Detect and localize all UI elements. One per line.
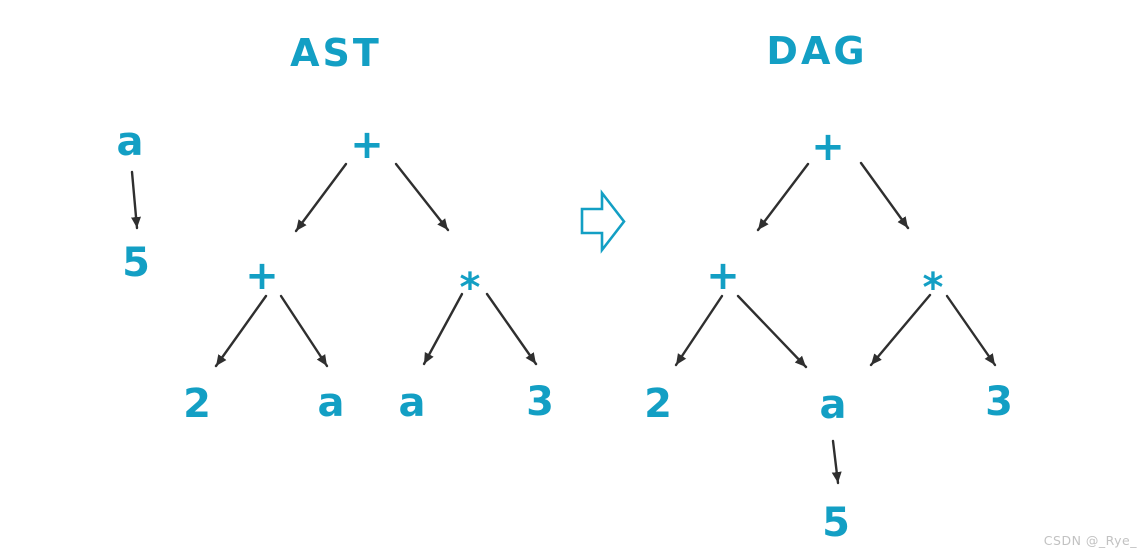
ast-edge-root-to-star xyxy=(394,162,450,232)
dag-edge-root-to-inner-plus xyxy=(756,162,810,232)
dag-edge-a-to-5 xyxy=(831,439,842,485)
ast-node-leaf-a-right: a xyxy=(399,380,426,426)
ast-node-value-5: 5 xyxy=(122,240,150,286)
ast-edge-root-to-inner-plus xyxy=(294,162,348,233)
dag-node-root-plus: + xyxy=(811,124,845,170)
ast-node-inner-plus: + xyxy=(245,253,279,299)
dag-node-leaf-3: 3 xyxy=(985,379,1013,425)
dag-edge-star-to-3 xyxy=(945,294,997,367)
dag-edge-star-to-shared-a xyxy=(869,293,932,367)
ast-edge-a-to-5 xyxy=(130,170,142,230)
ast-node-root-plus: + xyxy=(350,122,384,168)
dag-node-inner-star: * xyxy=(923,265,944,311)
dag-group: DAG + + * 2 a 3 5 xyxy=(644,29,1013,546)
ast-node-var-a: a xyxy=(117,119,144,165)
dag-node-value-5: 5 xyxy=(822,500,850,546)
dag-node-shared-a: a xyxy=(820,382,847,428)
ast-node-inner-star: * xyxy=(460,265,481,311)
ast-edge-plus-to-2 xyxy=(214,294,268,368)
ast-group: AST a 5 + + * 2 a a 3 xyxy=(117,31,554,427)
watermark-text: CSDN @_Rye_ xyxy=(1044,533,1137,548)
dag-node-inner-plus: + xyxy=(706,253,740,299)
dag-title: DAG xyxy=(766,29,867,73)
dag-edge-root-to-star xyxy=(859,161,910,230)
ast-edge-plus-to-a xyxy=(279,294,329,368)
ast-edge-star-to-3 xyxy=(485,292,538,366)
ast-title: AST xyxy=(290,31,382,75)
dag-node-leaf-2: 2 xyxy=(644,381,672,427)
dag-edge-plus-to-2 xyxy=(674,294,724,367)
dag-edge-plus-to-shared-a xyxy=(736,294,808,369)
ast-node-leaf-2: 2 xyxy=(183,381,211,427)
transform-arrow-icon xyxy=(580,189,626,254)
ast-edge-star-to-a xyxy=(422,292,464,366)
ast-node-leaf-3: 3 xyxy=(526,379,554,425)
ast-node-leaf-a-left: a xyxy=(318,380,345,426)
